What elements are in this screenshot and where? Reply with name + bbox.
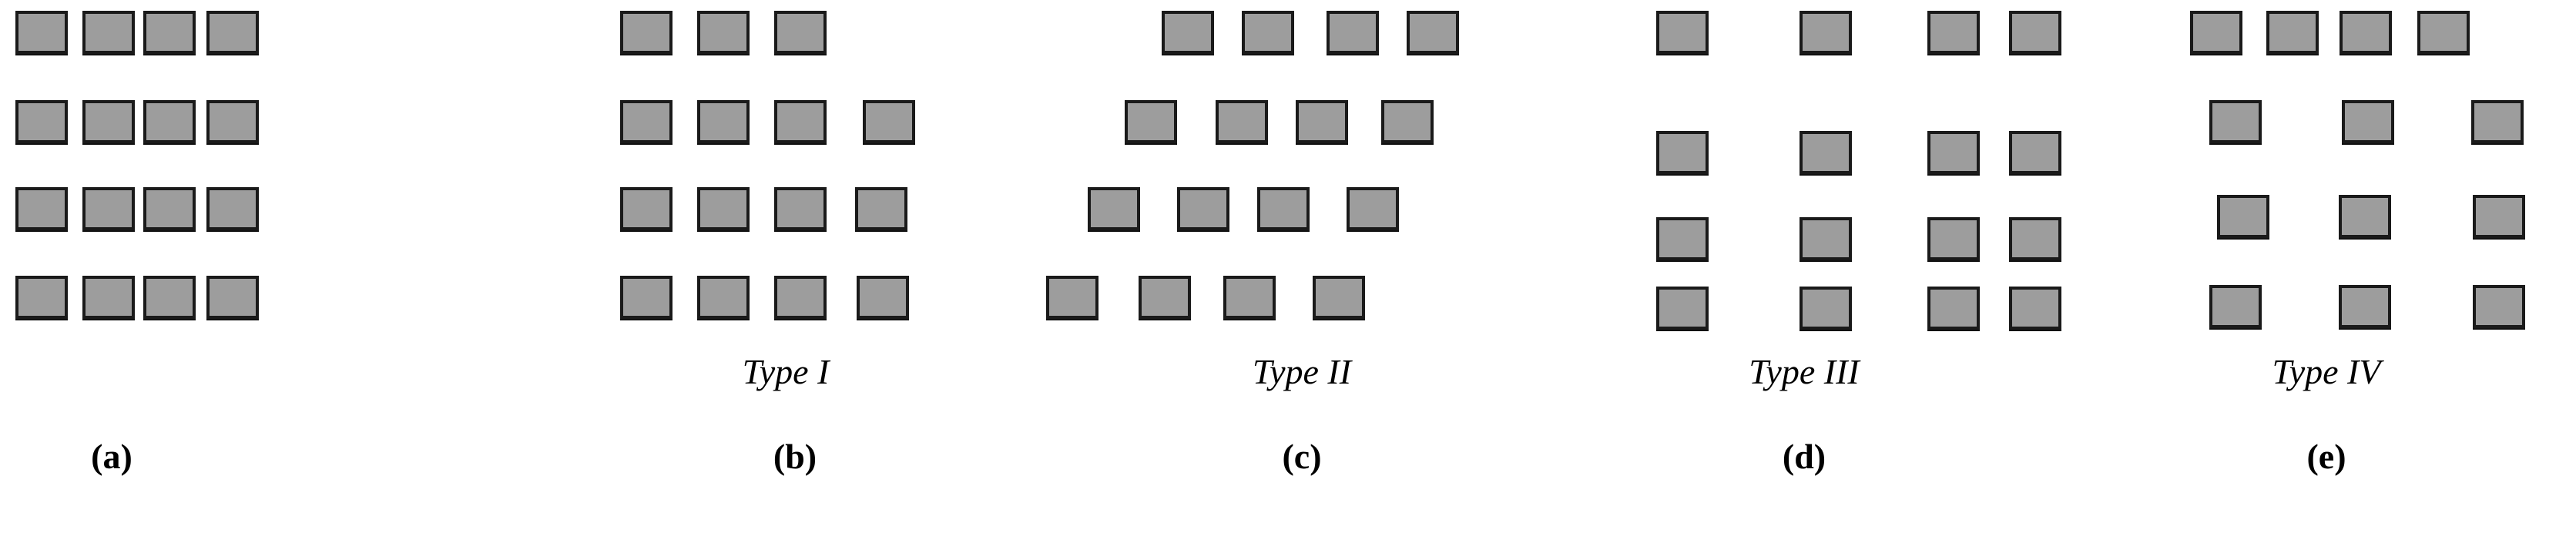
block <box>206 100 259 143</box>
block <box>1162 11 1214 54</box>
block <box>2473 195 2525 238</box>
block <box>1407 11 1459 54</box>
block <box>1257 187 1310 230</box>
block <box>82 276 135 319</box>
block <box>143 11 196 54</box>
block <box>1088 187 1140 230</box>
panel-c-type-label: Type II <box>1252 352 1352 391</box>
block <box>2339 285 2391 328</box>
block <box>1242 11 1294 54</box>
block <box>1800 287 1852 330</box>
panel-b-type-label: Type I <box>742 352 830 391</box>
block <box>2190 11 2242 54</box>
block <box>1046 276 1098 319</box>
block <box>2209 285 2262 328</box>
block <box>1656 287 1709 330</box>
block <box>1656 131 1709 174</box>
panel-b-label: (b) <box>773 437 817 476</box>
block <box>1313 276 1365 319</box>
block <box>2473 285 2525 328</box>
block <box>697 276 750 319</box>
block <box>774 187 827 230</box>
block <box>697 100 750 143</box>
block <box>1927 217 1980 260</box>
block <box>620 276 673 319</box>
block <box>1347 187 1399 230</box>
block <box>1381 100 1434 143</box>
block <box>15 11 68 54</box>
block <box>2009 131 2061 174</box>
block <box>1656 11 1709 54</box>
block <box>697 187 750 230</box>
block <box>863 100 915 143</box>
panel-e-type-label: Type IV <box>2272 352 2381 391</box>
block <box>2342 100 2394 143</box>
block <box>2471 100 2524 143</box>
block <box>2340 11 2392 54</box>
block <box>1656 217 1709 260</box>
panel-e-label: (e) <box>2306 437 2346 476</box>
panel-d-type-label: Type III <box>1749 352 1860 391</box>
panel-d-label: (d) <box>1782 437 1826 476</box>
block <box>2009 287 2061 330</box>
block <box>620 100 673 143</box>
block <box>857 276 909 319</box>
block <box>82 187 135 230</box>
block <box>774 11 827 54</box>
block <box>143 187 196 230</box>
panel-c-label: (c) <box>1282 437 1322 476</box>
block <box>143 276 196 319</box>
block <box>1800 131 1852 174</box>
block <box>2339 195 2391 238</box>
block <box>1927 131 1980 174</box>
block <box>2417 11 2470 54</box>
block <box>2217 195 2269 238</box>
block <box>1296 100 1348 143</box>
block <box>1177 187 1229 230</box>
block <box>1216 100 1268 143</box>
block <box>1927 11 1980 54</box>
block <box>206 11 259 54</box>
block <box>2266 11 2319 54</box>
block <box>2009 11 2061 54</box>
block <box>774 100 827 143</box>
block <box>15 276 68 319</box>
block <box>206 276 259 319</box>
panel-a-label: (a) <box>91 437 132 476</box>
block <box>1327 11 1379 54</box>
block <box>2209 100 2262 143</box>
block <box>774 276 827 319</box>
block <box>82 100 135 143</box>
block <box>1125 100 1177 143</box>
block <box>1139 276 1191 319</box>
block <box>2009 217 2061 260</box>
block <box>1927 287 1980 330</box>
block <box>855 187 907 230</box>
block <box>206 187 259 230</box>
block <box>15 187 68 230</box>
block <box>15 100 68 143</box>
block <box>1800 11 1852 54</box>
block <box>1800 217 1852 260</box>
block <box>697 11 750 54</box>
block <box>620 11 673 54</box>
block <box>620 187 673 230</box>
block <box>82 11 135 54</box>
block <box>143 100 196 143</box>
block <box>1223 276 1276 319</box>
